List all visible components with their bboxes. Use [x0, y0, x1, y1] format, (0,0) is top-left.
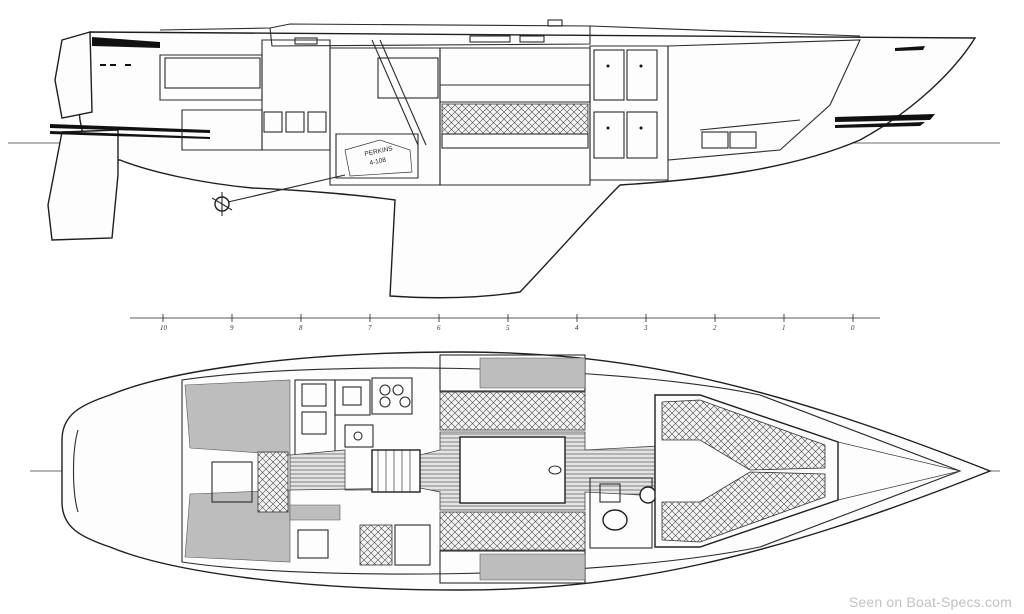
locker-knob-2 — [639, 64, 643, 68]
hull-profile-outline — [74, 31, 977, 299]
interior-v-berth — [667, 39, 861, 161]
portlight-1 — [294, 37, 318, 45]
hanging-locker-3 — [593, 111, 625, 159]
interior-head — [589, 45, 669, 181]
galley-sink-block — [334, 379, 371, 416]
stove-burner-4 — [379, 396, 391, 408]
scale-label: 5 — [506, 324, 510, 332]
mast-step — [548, 465, 562, 475]
cockpit-seat — [164, 57, 261, 89]
portlight-2 — [469, 35, 511, 43]
v-berth-locker-2 — [729, 131, 757, 149]
locker-3 — [307, 111, 327, 133]
sink-drain — [353, 431, 363, 441]
boot-stripe-aft — [50, 124, 210, 133]
propeller-blades — [211, 192, 233, 216]
stove-burner-2 — [392, 384, 404, 396]
nav-locker-1 — [301, 383, 327, 407]
scale-label: 3 — [643, 324, 648, 332]
scale-label: 6 — [437, 324, 441, 332]
boot-stripe-aft-2 — [50, 131, 210, 139]
plan-view — [30, 351, 1000, 591]
transom — [54, 31, 93, 119]
engine-block — [344, 139, 413, 177]
galley-window — [377, 57, 439, 99]
galley-stove — [371, 377, 413, 415]
stove-burner-3 — [399, 396, 411, 408]
locker-knob-3 — [606, 126, 610, 130]
scale-label: 9 — [230, 324, 234, 332]
hanging-locker-1 — [593, 49, 625, 101]
companion-steps — [371, 449, 421, 493]
aft-cabin-port — [184, 379, 291, 456]
stove-burner-1 — [379, 384, 391, 396]
scale-label: 1 — [782, 324, 786, 332]
sheer-stripe-aft — [92, 37, 160, 48]
watermark-text: Seen on Boat-Specs.com — [848, 594, 1012, 610]
scale-label: 8 — [299, 324, 303, 332]
scale-bar: 10 9 8 7 6 5 4 3 2 1 0 — [130, 314, 880, 332]
saloon-table — [459, 436, 566, 504]
transom-port-2 — [110, 64, 116, 66]
rudder — [47, 129, 119, 241]
head-toilet — [602, 509, 628, 531]
head-shower — [639, 486, 657, 504]
locker-2 — [285, 111, 305, 133]
interior-saloon — [439, 47, 591, 186]
stbd-locker-3 — [394, 524, 431, 566]
hatch-companion — [547, 19, 563, 27]
saloon-shade-port — [479, 357, 586, 389]
head-compartment — [589, 477, 653, 549]
transom-port-1 — [100, 64, 106, 66]
v-berth-cushion — [661, 399, 826, 471]
scale-label: 2 — [713, 324, 717, 332]
boot-stripe-fwd — [835, 114, 935, 122]
companion-ladder-2 — [379, 39, 427, 146]
aft-cushion — [257, 451, 289, 513]
forepeak-line — [837, 441, 961, 501]
stbd-locker-2 — [359, 524, 393, 566]
locker-knob-4 — [639, 126, 643, 130]
saloon-settee-stbd — [439, 511, 586, 551]
head-sink — [599, 483, 621, 503]
saloon-berth-front — [441, 133, 589, 149]
v-berth-locker — [701, 131, 729, 149]
stbd-locker-1 — [297, 529, 329, 559]
scale-label: 7 — [368, 324, 372, 332]
nav-locker-2 — [301, 411, 327, 435]
saloon-shade-stbd — [479, 553, 586, 581]
v-berth-top — [699, 119, 801, 131]
prop-shaft — [214, 174, 346, 206]
engine-label-line2: 4-108 — [369, 157, 387, 167]
saloon-settee-cushion — [441, 103, 589, 135]
deck-line — [159, 23, 861, 37]
locker-1 — [263, 111, 283, 133]
scale-label: 10 — [160, 324, 168, 332]
transom-port-3 — [125, 64, 131, 66]
scale-label: 4 — [575, 324, 579, 332]
scale-label: 0 — [851, 324, 855, 332]
cabin-trunk — [269, 26, 591, 47]
galley-counter-sink — [344, 424, 374, 448]
companion-ladder — [371, 39, 419, 146]
bow-stripe — [895, 46, 925, 51]
profile-view: PERKINS 4-108 — [8, 19, 1000, 299]
deck-inner-line — [181, 367, 962, 575]
hanging-locker-4 — [626, 111, 658, 159]
saloon-settee-port — [439, 391, 586, 431]
hanging-locker-2 — [626, 49, 658, 101]
galley-sink — [342, 386, 362, 406]
v-berth-cushion-stbd — [661, 471, 826, 543]
engine-housing — [335, 133, 419, 179]
aft-locker-1 — [211, 461, 253, 503]
stbd-shade-strip — [289, 504, 341, 521]
portlight-3 — [519, 35, 545, 43]
locker-knob-1 — [606, 64, 610, 68]
transom-plan — [72, 429, 79, 513]
boot-stripe-fwd-2 — [835, 122, 925, 128]
